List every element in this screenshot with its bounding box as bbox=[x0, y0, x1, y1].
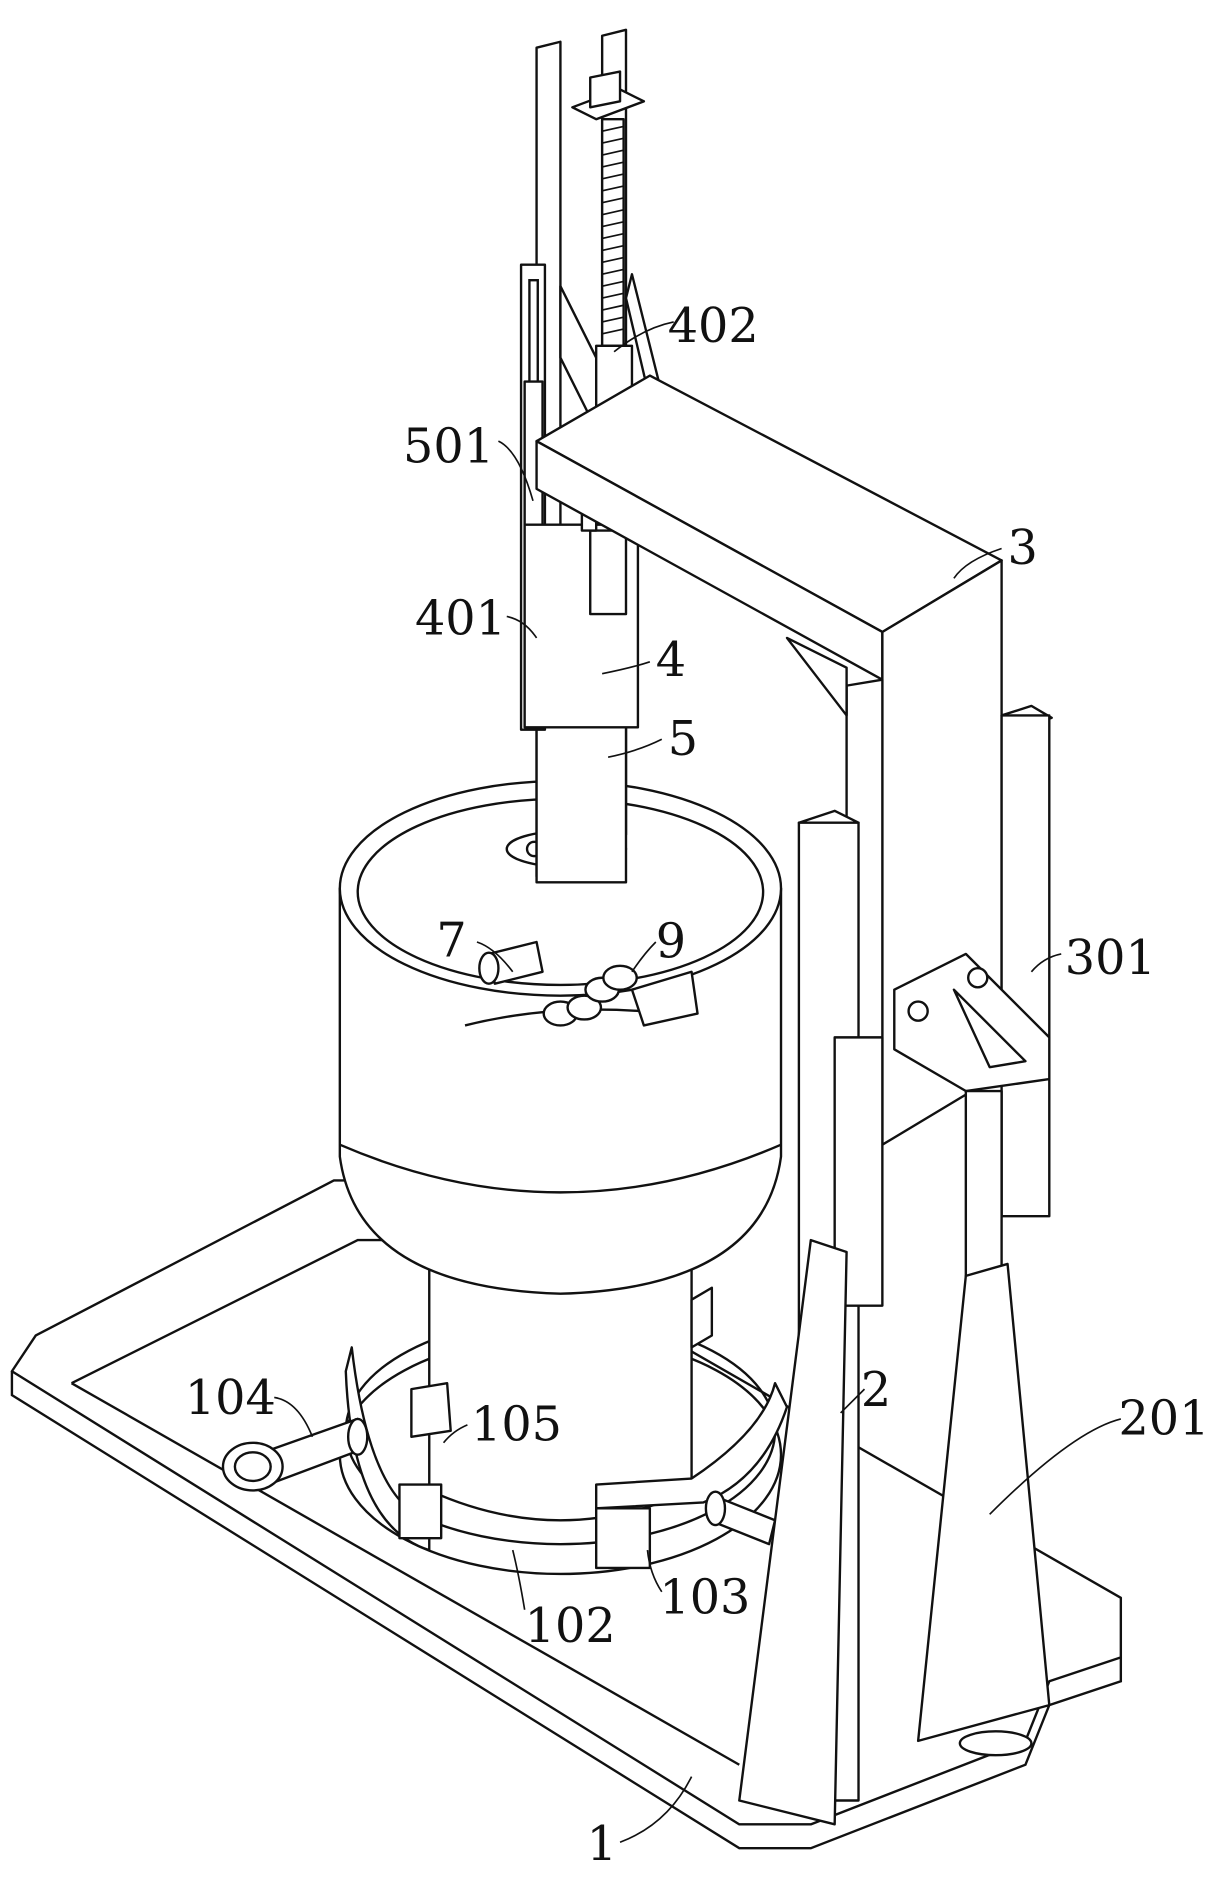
label-201: 201 bbox=[1118, 1391, 1209, 1446]
label-104: 104 bbox=[185, 1371, 276, 1426]
label-102: 102 bbox=[525, 1599, 616, 1654]
label-103: 103 bbox=[659, 1570, 750, 1625]
label-4: 4 bbox=[656, 633, 686, 688]
label-402: 402 bbox=[668, 299, 759, 354]
label-5: 5 bbox=[668, 712, 698, 767]
label-1: 1 bbox=[587, 1817, 617, 1872]
label-501: 501 bbox=[403, 420, 494, 475]
label-7: 7 bbox=[436, 913, 466, 968]
label-3: 3 bbox=[1008, 521, 1038, 576]
label-301: 301 bbox=[1065, 931, 1156, 986]
label-2: 2 bbox=[861, 1363, 891, 1418]
label-105: 105 bbox=[471, 1397, 562, 1452]
label-9: 9 bbox=[656, 914, 686, 969]
label-401: 401 bbox=[415, 591, 506, 646]
